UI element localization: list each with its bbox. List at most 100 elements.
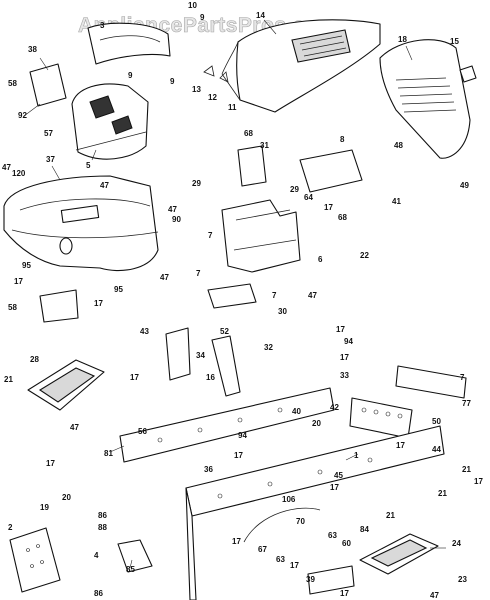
callout-63: 63: [328, 531, 337, 540]
part-37-fender-pan: [3, 175, 159, 272]
part-7-77-bumper: [395, 365, 467, 399]
callout-33: 33: [340, 371, 349, 380]
part-24-footrest: [359, 533, 439, 575]
callout-57: 57: [44, 129, 53, 138]
callout-70: 70: [296, 517, 305, 526]
callout-13: 13: [192, 85, 201, 94]
callout-47: 47: [168, 205, 177, 214]
callout-81: 81: [104, 449, 113, 458]
callout-58: 58: [8, 303, 17, 312]
callout-37: 37: [46, 155, 55, 164]
callout-49: 49: [460, 181, 469, 190]
callout-36: 36: [204, 465, 213, 474]
callout-14: 14: [256, 11, 265, 20]
callout-17: 17: [324, 203, 333, 212]
callout-88: 88: [98, 523, 107, 532]
callout-16: 16: [206, 373, 215, 382]
callout-5: 5: [86, 161, 91, 170]
callout-4: 4: [94, 551, 99, 560]
part-30-plate: [207, 283, 257, 309]
part-38-bracket: [29, 63, 67, 107]
callout-47: 47: [70, 423, 79, 432]
callout-43: 43: [140, 327, 149, 336]
callout-7: 7: [196, 269, 201, 278]
callout-40: 40: [292, 407, 301, 416]
callout-17: 17: [396, 441, 405, 450]
part-1-frame-rail-right: [185, 425, 445, 600]
callout-94: 94: [238, 431, 247, 440]
part-3-dash-cover: [87, 22, 171, 65]
callout-29: 29: [290, 185, 299, 194]
callout-67: 67: [258, 545, 267, 554]
callout-17: 17: [14, 277, 23, 286]
part-6-dash-panel: [221, 199, 301, 273]
callout-1: 1: [354, 451, 359, 460]
leader-lines: [23, 19, 446, 569]
callout-38: 38: [28, 45, 37, 54]
callout-31: 31: [260, 141, 269, 150]
callout-47: 47: [308, 291, 317, 300]
callout-29: 29: [192, 179, 201, 188]
callout-50: 50: [432, 417, 441, 426]
callout-85: 85: [126, 565, 135, 574]
callout-120: 120: [12, 169, 26, 178]
part-58-bracket: [39, 289, 79, 323]
callout-22: 22: [360, 251, 369, 260]
callout-47: 47: [2, 163, 11, 172]
callout-12: 12: [208, 93, 217, 102]
part-31-bracket: [237, 145, 267, 187]
part-14-hood: [221, 19, 381, 113]
callout-19: 19: [40, 503, 49, 512]
callout-17: 17: [94, 299, 103, 308]
callout-60: 60: [342, 539, 351, 548]
callout-17: 17: [130, 373, 139, 382]
callout-3: 3: [100, 21, 105, 30]
callout-84: 84: [360, 525, 369, 534]
callout-106: 106: [282, 495, 296, 504]
callout-17: 17: [232, 537, 241, 546]
callout-56: 56: [138, 427, 147, 436]
callout-7: 7: [272, 291, 277, 300]
callout-24: 24: [452, 539, 461, 548]
callout-17: 17: [330, 483, 339, 492]
callout-47: 47: [100, 181, 109, 190]
part-13-12-fasteners: [203, 65, 229, 83]
callout-63: 63: [276, 555, 285, 564]
callout-58: 58: [8, 79, 17, 88]
callout-2: 2: [8, 523, 13, 532]
part-106-cable: [243, 507, 321, 543]
callout-28: 28: [30, 355, 39, 364]
callout-17: 17: [234, 451, 243, 460]
callout-95: 95: [114, 285, 123, 294]
callout-52: 52: [220, 327, 229, 336]
callout-86: 86: [98, 511, 107, 520]
callout-21: 21: [386, 511, 395, 520]
callout-90: 90: [172, 215, 181, 224]
callout-23: 23: [458, 575, 467, 584]
callout-10: 10: [188, 1, 197, 10]
part-28-seat-pan: [27, 359, 105, 411]
part-81-frame-rail-left: [119, 387, 335, 463]
callout-92: 92: [18, 111, 27, 120]
callout-17: 17: [340, 589, 349, 598]
callout-17: 17: [46, 459, 55, 468]
callout-7: 7: [460, 373, 465, 382]
callout-39: 39: [306, 575, 315, 584]
callout-7: 7: [208, 231, 213, 240]
callout-11: 11: [228, 103, 237, 112]
callout-34: 34: [196, 351, 205, 360]
callout-68: 68: [338, 213, 347, 222]
part-57-console: [71, 83, 149, 160]
callout-9: 9: [200, 13, 205, 22]
callout-95: 95: [22, 261, 31, 270]
callout-20: 20: [62, 493, 71, 502]
part-50-hitch-plate: [349, 397, 413, 439]
part-8-plate: [299, 149, 363, 193]
callout-labels: 10 3 9 9 9 14 18 15 38 58 92 57 5 13 12 …: [2, 1, 483, 600]
callout-32: 32: [264, 343, 273, 352]
callout-18: 18: [398, 35, 407, 44]
callout-44: 44: [432, 445, 441, 454]
callout-47: 47: [160, 273, 169, 282]
part-15-clip: [459, 65, 477, 83]
